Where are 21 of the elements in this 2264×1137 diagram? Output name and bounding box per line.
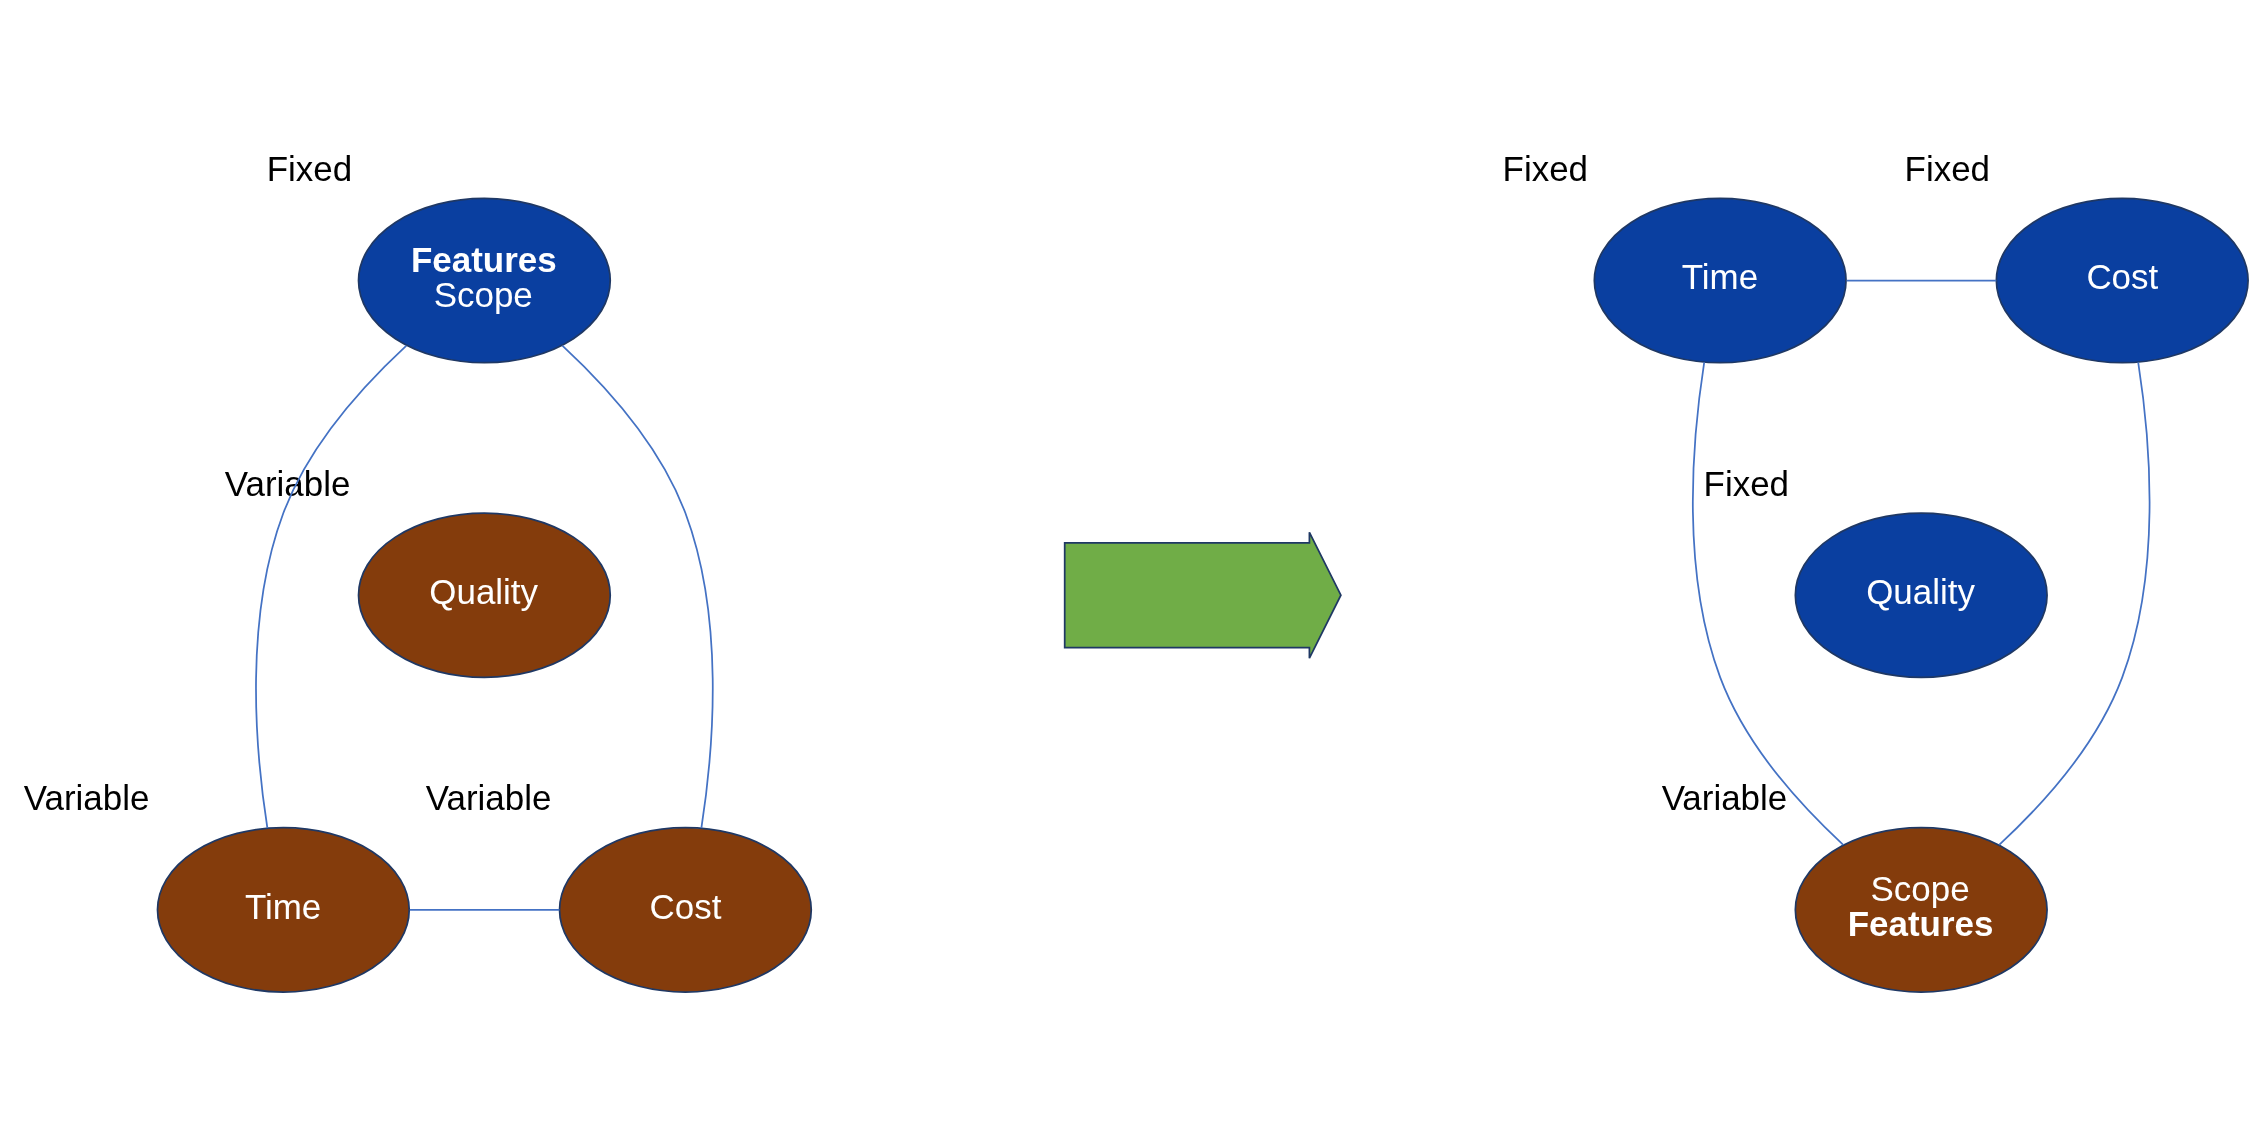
node-ellipse: Cost <box>558 826 813 993</box>
node-ellipse: Scope Features <box>1794 826 2048 993</box>
node-label: Fixed <box>1502 148 1589 188</box>
node-ellipse: Time <box>1593 197 1847 364</box>
connector <box>1998 361 2151 846</box>
connector <box>1845 279 1998 281</box>
connector <box>408 908 561 911</box>
node-label: Fixed <box>1904 148 1991 188</box>
node-label: Fixed <box>266 148 353 188</box>
node-ellipse: Quality <box>1794 511 2048 678</box>
node-label: Variable <box>425 777 552 817</box>
node-ellipse: Time <box>156 826 411 993</box>
node-label: Fixed <box>1703 463 1790 503</box>
node-ellipse: Features Scope <box>357 197 612 364</box>
node-label: Variable <box>1661 777 1788 817</box>
node-ellipse: Cost <box>1995 197 2249 364</box>
node-label: Variable <box>23 777 150 817</box>
node-arrow <box>1063 530 1342 659</box>
node-ellipse: Quality <box>357 511 612 678</box>
connector <box>255 344 408 829</box>
connector <box>561 344 714 829</box>
